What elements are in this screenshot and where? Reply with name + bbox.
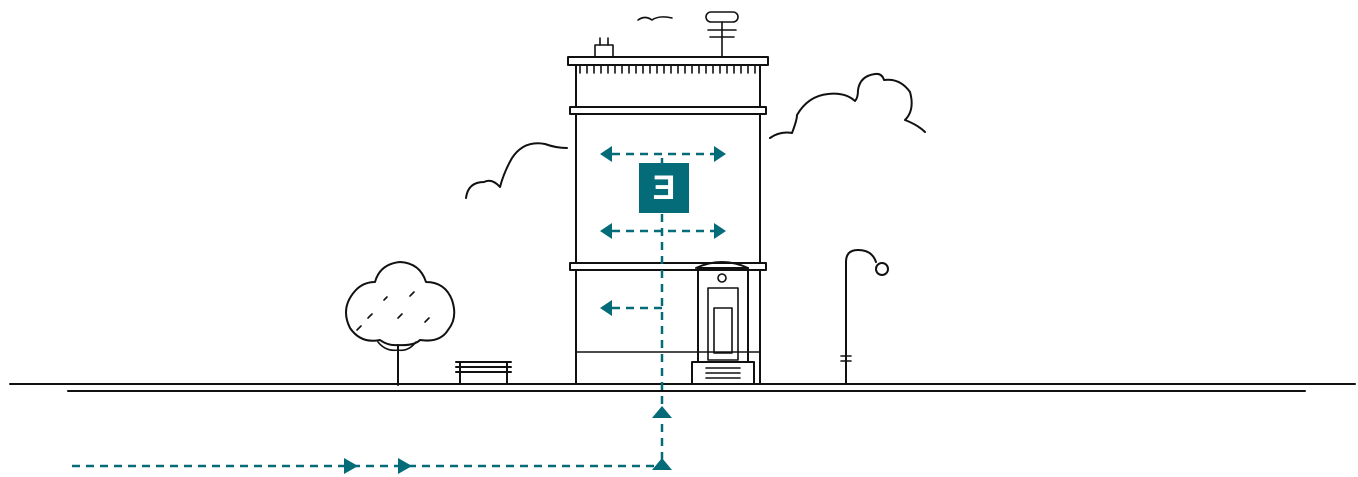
arrow-left-icon (600, 300, 612, 316)
antenna-icon (706, 12, 738, 57)
tree-icon (346, 262, 454, 385)
arrow-right-icon (344, 458, 358, 474)
fiber-route (72, 146, 726, 474)
cornice-dentils (580, 66, 755, 73)
arrow-left-icon (600, 146, 612, 162)
arrow-right-icon (714, 146, 726, 162)
arrow-up-icon (652, 406, 672, 418)
logo-badge-icon: Ǝ (639, 163, 689, 213)
bird-icon (638, 17, 672, 20)
street-lamp-icon (841, 250, 888, 384)
logo-glyph: Ǝ (653, 169, 676, 207)
cloud-icon (466, 143, 567, 198)
arrow-right-icon (398, 458, 412, 474)
ground (10, 384, 1355, 391)
chimney-icon (595, 38, 613, 57)
arrow-left-icon (600, 223, 612, 239)
arrow-up-icon (652, 458, 672, 470)
cloud-icon (770, 74, 925, 138)
arrow-right-icon (714, 223, 726, 239)
bench-icon (456, 362, 511, 384)
door-icon (692, 262, 754, 384)
